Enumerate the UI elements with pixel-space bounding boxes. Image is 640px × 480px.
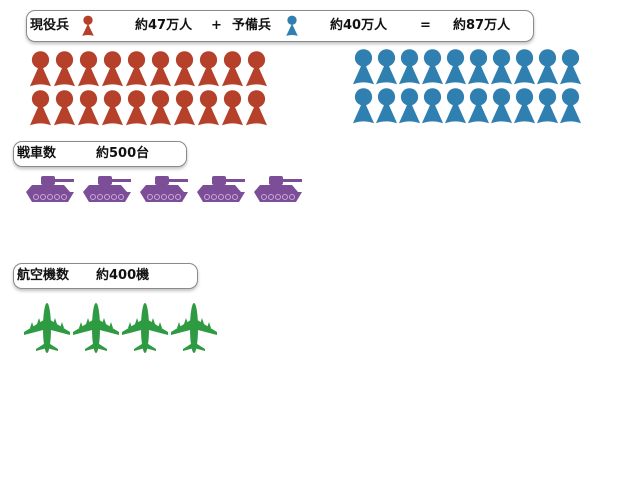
active-soldier-person-icon <box>173 89 197 128</box>
reserve-soldier-person-icon <box>490 48 513 87</box>
tanks-value: 約500台 <box>96 146 150 161</box>
reserve-soldier-person-icon <box>559 48 582 87</box>
reserve-soldier-person-icon <box>444 48 467 87</box>
active-soldier-person-icon <box>77 89 101 128</box>
reserve-soldier-person-icon <box>421 48 444 87</box>
reserve-soldier-person-icon <box>444 87 467 126</box>
reserve-soldier-person-icon <box>375 48 398 87</box>
reserve-soldier-person-icon <box>490 87 513 126</box>
reserve-soldier-person-icon <box>559 87 582 126</box>
reserve-soldier-person-icon <box>375 87 398 126</box>
aircraft-value: 約400機 <box>96 268 150 283</box>
active-value: 約47万人 <box>135 18 193 33</box>
reserve-soldier-person-icon <box>513 48 536 87</box>
summary-bar: 現役兵 約47万人 + 予備兵 約40万人 = 約87万人 <box>26 10 534 42</box>
tank-icon-row <box>24 173 304 203</box>
fighter-jet-icon <box>73 302 119 354</box>
active-soldier-person-icon <box>101 50 125 89</box>
reserve-value: 約40万人 <box>330 18 388 33</box>
reserve-person-icon <box>284 15 300 37</box>
active-soldier-person-icon <box>221 89 245 128</box>
aircraft-header: 航空機数 約400機 <box>13 263 198 289</box>
total-value: 約87万人 <box>453 18 511 33</box>
tank-icon <box>138 173 190 203</box>
fighter-jet-icon <box>171 302 217 354</box>
active-soldier-person-icon <box>221 50 245 89</box>
active-soldier-person-icon <box>245 50 269 89</box>
reserve-soldier-person-icon <box>513 87 536 126</box>
reserve-soldier-person-icon <box>536 48 559 87</box>
active-soldier-person-icon <box>29 50 53 89</box>
plus-sign: + <box>211 18 222 33</box>
active-soldier-person-icon <box>29 89 53 128</box>
active-soldier-person-icon <box>197 89 221 128</box>
active-label: 現役兵 <box>30 18 70 33</box>
reserve-soldier-person-icon <box>421 87 444 126</box>
tank-icon <box>195 173 247 203</box>
active-soldier-person-icon <box>101 89 125 128</box>
reserve-soldier-person-icon <box>467 48 490 87</box>
reserve-soldier-person-icon <box>352 87 375 126</box>
reserve-soldier-person-icon <box>398 48 421 87</box>
active-person-icon <box>80 15 96 37</box>
equals-sign: = <box>420 18 431 33</box>
fighter-jet-icon <box>24 302 70 354</box>
active-soldier-person-icon <box>77 50 101 89</box>
reserve-label: 予備兵 <box>232 18 272 33</box>
aircraft-icon-row <box>24 302 217 354</box>
reserve-soldier-person-icon <box>352 48 375 87</box>
active-soldier-person-icon <box>173 50 197 89</box>
tank-icon <box>252 173 304 203</box>
active-soldiers-grid <box>29 50 269 128</box>
reserve-soldiers-grid <box>352 48 582 126</box>
active-soldier-person-icon <box>53 89 77 128</box>
active-soldier-person-icon <box>197 50 221 89</box>
active-soldier-person-icon <box>149 50 173 89</box>
aircraft-label: 航空機数 <box>17 268 70 283</box>
tanks-label: 戦車数 <box>17 146 57 161</box>
active-soldier-person-icon <box>125 50 149 89</box>
reserve-soldier-person-icon <box>467 87 490 126</box>
fighter-jet-icon <box>122 302 168 354</box>
reserve-soldier-person-icon <box>536 87 559 126</box>
tank-icon <box>24 173 76 203</box>
active-soldier-person-icon <box>53 50 77 89</box>
reserve-soldier-person-icon <box>398 87 421 126</box>
active-soldier-person-icon <box>125 89 149 128</box>
active-soldier-person-icon <box>245 89 269 128</box>
active-soldier-person-icon <box>149 89 173 128</box>
tank-icon <box>81 173 133 203</box>
tanks-header: 戦車数 約500台 <box>13 141 187 167</box>
